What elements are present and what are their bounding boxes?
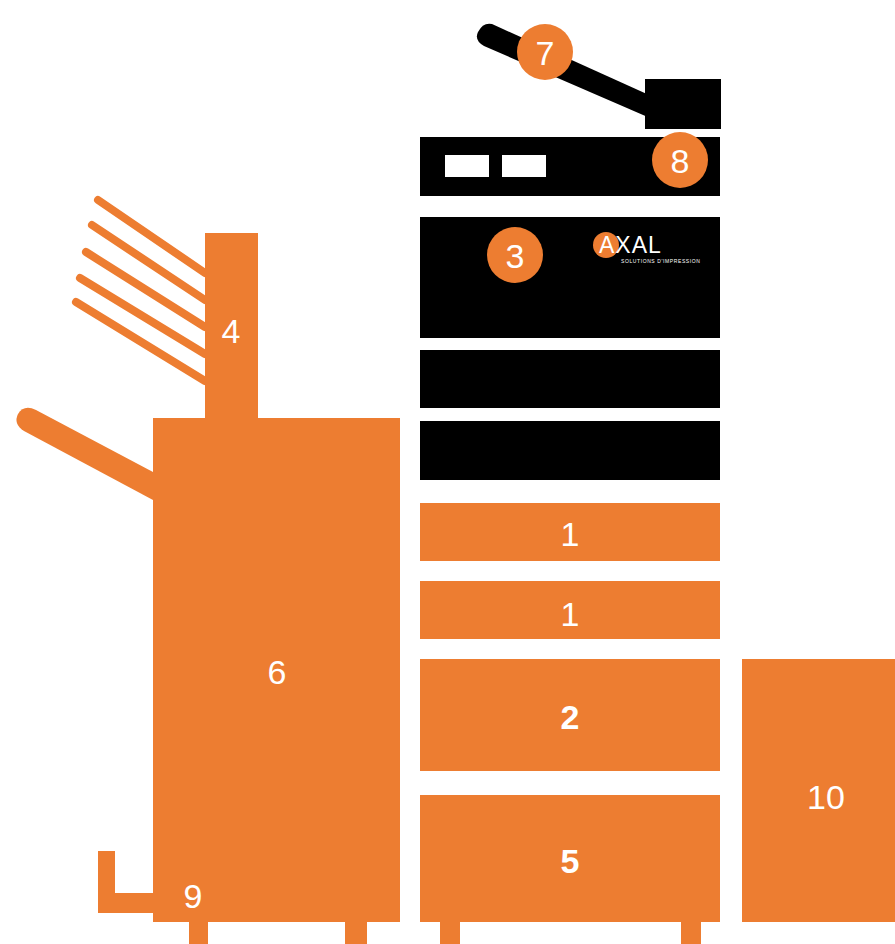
paper-drawer: 5 [420,795,720,922]
brand-logo: AXAL [599,234,662,257]
callout-number: 3 [506,239,525,273]
paper-tray [420,350,720,408]
body-callout: 3 [487,227,543,283]
paper-drawer: 1 [420,581,720,639]
callout-number: 5 [561,844,580,878]
callout-number: 2 [561,700,580,734]
callout-number: 8 [671,144,690,178]
callout-number: 10 [807,780,845,814]
brand-tagline: SOLUTIONS D'IMPRESSION [621,259,700,264]
printer-body [420,217,720,338]
output-sheets [76,200,205,381]
callout-number: 1 [561,517,580,551]
callout-circle [487,227,543,283]
callout-number: 6 [268,655,287,689]
caster [189,920,208,944]
callout-number: 4 [222,314,241,348]
callout-circle [652,132,708,188]
paper-tray [420,421,720,480]
paper-drawer: 1 [420,503,720,561]
scanner-callout: 8 [652,132,708,188]
caster [345,920,367,944]
scanner-hinge [645,79,721,129]
panel-screen [445,155,489,177]
callout-number: 9 [184,879,203,913]
lid-callout: 7 [517,24,573,80]
caster [681,920,701,944]
finisher-unit: 69 [153,418,400,922]
callout-number: 7 [536,36,555,70]
output-tray [16,408,153,500]
caster [440,920,460,944]
callout-number: 1 [561,597,580,631]
panel-screen [502,155,546,177]
foot-pedal [98,851,153,913]
stacker-unit: 4 [205,233,258,419]
large-capacity-cabinet: 10 [742,659,895,922]
callout-circle [517,24,573,80]
paper-drawer: 2 [420,659,720,771]
